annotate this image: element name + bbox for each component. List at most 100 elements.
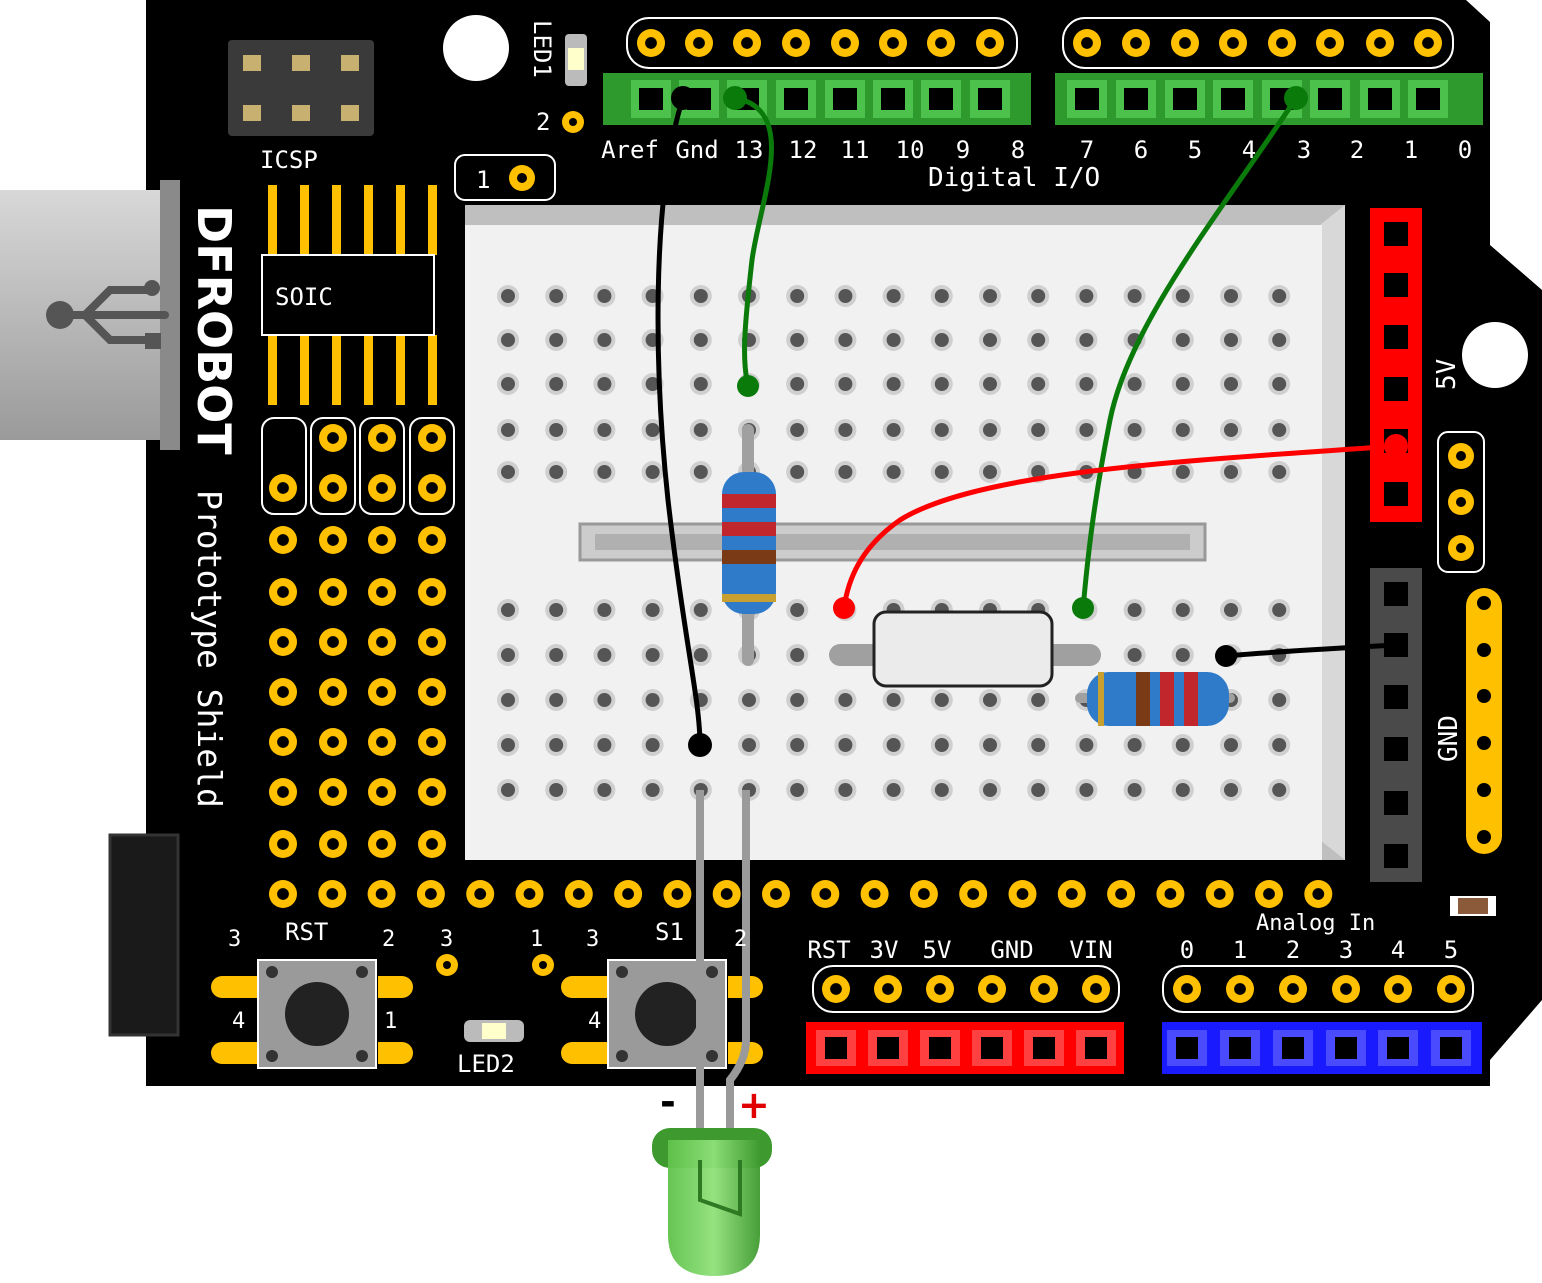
breadboard-hole [979, 461, 1001, 483]
breadboard-hole [593, 285, 616, 307]
power-pin-label: GND [990, 936, 1033, 964]
breadboard-hole [786, 285, 809, 307]
wire-gnd-black [655, 97, 703, 746]
resistor-1 [722, 424, 776, 666]
breadboard-hole [1268, 689, 1291, 711]
digital-pin-label: 5 [1188, 136, 1202, 164]
proto-pad [269, 728, 297, 756]
breadboard-hole [786, 734, 809, 756]
breadboard-hole [882, 461, 905, 483]
proto-pad [319, 678, 347, 706]
proto-pad [319, 728, 347, 756]
bottom-pad [909, 880, 938, 908]
proto-pad [418, 526, 446, 554]
bottom-pad [959, 880, 988, 908]
breadboard-hole [1027, 329, 1050, 351]
breadboard-hole [979, 329, 1001, 351]
mounting-hole [443, 15, 509, 81]
breadboard-hole [882, 285, 905, 307]
header-5v [1370, 208, 1422, 522]
breadboard-hole [689, 644, 712, 666]
s1-pin-4: 4 [588, 1009, 601, 1034]
header-gnd [1370, 568, 1422, 882]
bottom-pad [466, 880, 495, 908]
breadboard-hole [689, 285, 712, 307]
breadboard-hole [834, 734, 857, 756]
proto-pad [418, 628, 446, 656]
digital-pin-label: 2 [1350, 136, 1364, 164]
breadboard-hole [593, 373, 616, 395]
digital-header-pad [1171, 29, 1199, 57]
breadboard-hole [738, 689, 760, 711]
digital-pin-label: 4 [1242, 136, 1256, 164]
digital-header-pad [733, 29, 761, 57]
digital-header-pad [685, 29, 713, 57]
breadboard-hole [545, 419, 568, 441]
breadboard-hole [1027, 373, 1050, 395]
breadboard-hole [1268, 419, 1291, 441]
reset-button[interactable] [211, 959, 413, 1069]
breadboard-hole [1027, 285, 1050, 307]
breadboard-hole [1123, 779, 1146, 801]
proto-pad [319, 424, 347, 452]
resistor-2 [1075, 672, 1235, 726]
digital-header-socket [1116, 80, 1156, 118]
breadboard-hole [834, 419, 857, 441]
digital-header-pad [1316, 29, 1344, 57]
breadboard-hole [641, 689, 664, 711]
digital-pin-label: 10 [896, 136, 925, 164]
breadboard-hole [545, 779, 568, 801]
bottom-pad [663, 880, 692, 908]
digital-pin-label: 13 [735, 136, 764, 164]
breadboard-hole [545, 689, 568, 711]
digital-header-socket [970, 80, 1010, 118]
led-leg-anode [726, 790, 750, 1160]
power-header [806, 965, 1124, 1074]
socket-5v [1384, 273, 1408, 297]
proto-pad [368, 678, 396, 706]
breadboard-hole [1268, 373, 1291, 395]
breadboard-hole [1075, 419, 1098, 441]
power-header-socket [868, 1030, 908, 1066]
breadboard-hole [497, 329, 519, 351]
bottom-pad-row [269, 880, 1333, 908]
breadboard-hole [1268, 285, 1291, 307]
breadboard-hole [1075, 329, 1098, 351]
power-header-socket [920, 1030, 960, 1066]
proto-pad [319, 526, 347, 554]
digital-header-socket [1165, 80, 1205, 118]
breadboard-hole [641, 461, 664, 483]
socket-gnd [1384, 791, 1408, 815]
proto-pad [418, 778, 446, 806]
analog-header-pad [1384, 975, 1412, 1003]
digital-pin-label: 6 [1134, 136, 1148, 164]
breadboard-hole [1268, 599, 1291, 621]
breadboard-hole [834, 689, 857, 711]
bottom-pad [712, 880, 741, 908]
breadboard-hole [1171, 644, 1194, 666]
analog-header-socket [1431, 1030, 1471, 1066]
s1-button[interactable] [561, 959, 763, 1069]
breadboard-hole [1027, 689, 1050, 711]
breadboard-hole [1171, 419, 1194, 441]
breadboard-hole [593, 419, 616, 441]
proto-pad [368, 728, 396, 756]
breadboard-hole [1171, 599, 1194, 621]
breadboard-hole [545, 461, 568, 483]
breadboard-hole [786, 329, 809, 351]
breadboard-hole [497, 461, 519, 483]
proto-pad [418, 474, 446, 502]
breadboard-hole [545, 734, 568, 756]
breadboard-hole [834, 779, 857, 801]
bottom-pad [1205, 880, 1234, 908]
proto-pad [319, 474, 347, 502]
bottom-pad [762, 880, 790, 908]
breadboard-hole [1075, 285, 1098, 307]
digital-header-pad [1122, 29, 1150, 57]
digital-header-socket [1310, 80, 1350, 118]
breadboard-hole [786, 599, 809, 621]
mid-pin-3: 3 [440, 927, 453, 952]
icsp-label: ICSP [260, 146, 318, 174]
wire-gnd-resistor-black [1225, 642, 1397, 659]
